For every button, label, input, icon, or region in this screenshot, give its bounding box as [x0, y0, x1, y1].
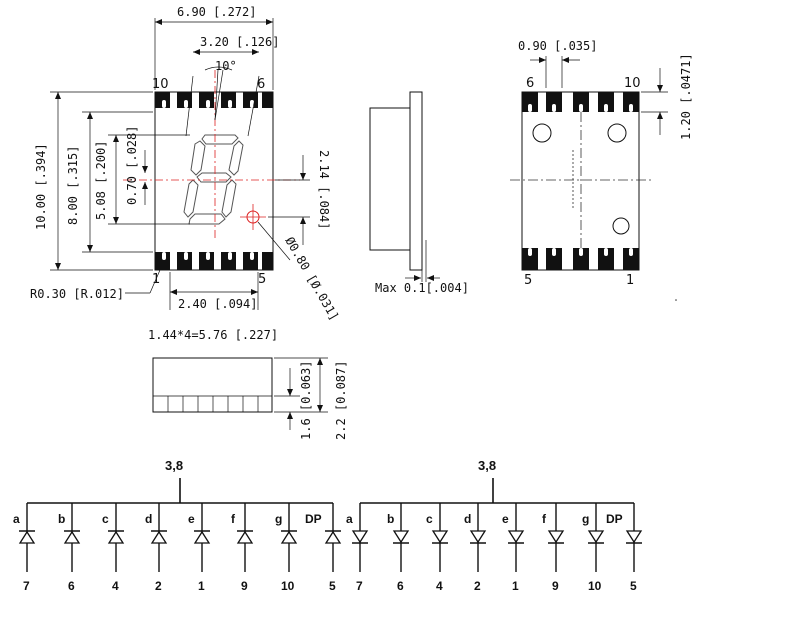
dp-offset-dim: 2.14 [.084] — [317, 150, 331, 229]
bottom-view — [152, 357, 328, 430]
segment-label-g: g — [275, 512, 282, 526]
pin-label-4: 4 — [436, 579, 443, 593]
pin-label-10: 10 — [281, 579, 295, 593]
pin-label-9: 9 — [241, 579, 248, 593]
front-top-pads — [155, 92, 273, 108]
digit-height-dim: 5.08 [.200] — [94, 141, 108, 220]
segment-label-f: f — [542, 512, 547, 526]
segment-label-b: b — [387, 512, 394, 526]
inner-height-dim: 8.00 [.315] — [66, 146, 80, 225]
segment-label-a: a — [346, 512, 353, 526]
pin-label-2: 2 — [474, 579, 481, 593]
common-label: 3,8 — [165, 458, 183, 473]
side-view — [369, 91, 440, 282]
front-bottom-pads — [155, 252, 273, 270]
segment-label-dp: DP — [606, 512, 623, 526]
side-max-dim: Max 0.1[.004] — [375, 281, 469, 295]
diode-e: e1 — [502, 503, 525, 593]
back-view — [510, 56, 677, 301]
diode-dp: DP 5 — [606, 503, 643, 593]
pitch-dim: 2.40 [.094] — [178, 297, 257, 311]
pad-width-dim: 0.90 [.035] — [518, 39, 597, 53]
diode-dp: DP 5 — [305, 503, 342, 593]
diode-c: c4 — [426, 503, 449, 593]
pin-label-5: 5 — [329, 579, 336, 593]
diode-a: a7 — [13, 503, 36, 593]
segment-label-c: c — [102, 512, 109, 526]
diode-b: b6 — [387, 503, 410, 593]
front-pin-6: 6 — [257, 77, 265, 92]
radius-dim: R0.30 [R.012] — [30, 287, 124, 301]
pin-label-10: 10 — [588, 579, 602, 593]
front-pin-10: 10 — [152, 77, 169, 92]
angle-dim: 10° — [215, 59, 237, 73]
back-pin-10: 10 — [624, 76, 641, 91]
diode-g: g 10 — [582, 503, 605, 593]
segment-label-e: e — [188, 512, 195, 526]
pin-label-5: 5 — [630, 579, 637, 593]
back-pin-6: 6 — [526, 76, 534, 91]
seg-width-dim: 0.70 [.028] — [125, 126, 139, 205]
segment-label-d: d — [464, 512, 471, 526]
segment-label-e: e — [502, 512, 509, 526]
diode-e: e1 — [188, 503, 211, 593]
segment-label-g: g — [582, 512, 589, 526]
total-pitch-dim: 1.44*4=5.76 [.227] — [148, 328, 278, 342]
pin-label-4: 4 — [112, 579, 119, 593]
front-body — [154, 91, 274, 271]
common-label: 3,8 — [478, 458, 496, 473]
segment-label-f: f — [231, 512, 236, 526]
pin-label-7: 7 — [356, 579, 363, 593]
pin-label-9: 9 — [552, 579, 559, 593]
diode-f: f9 — [542, 503, 565, 593]
bottom-outer-dim: 2.2 [0.087] — [334, 361, 348, 440]
front-pin-5: 5 — [258, 272, 266, 287]
schematics: 3,8a7b6c4d2e1f9g10DP53,8a7b6c4d2e1f9g10D… — [13, 458, 643, 593]
digit-width-dim: 3.20 [.126] — [200, 35, 279, 49]
diode-d: d2 — [464, 503, 487, 593]
pin-label-6: 6 — [397, 579, 404, 593]
height-dim: 10.00 [.394] — [34, 143, 48, 230]
segment-label-c: c — [426, 512, 433, 526]
segment-label-d: d — [145, 512, 152, 526]
diode-f: f9 — [231, 503, 254, 593]
front-pin-1: 1 — [152, 272, 160, 287]
dp-diameter-dim: Ø0.80 [Ø.031] — [282, 235, 341, 323]
segment-label-dp: DP — [305, 512, 322, 526]
diode-a: a7 — [346, 503, 369, 593]
front-view — [50, 18, 310, 310]
digit-outline — [183, 134, 244, 225]
back-pin-5: 5 — [524, 273, 532, 288]
pad-height-dim: 1.20 [.0471] — [679, 53, 693, 140]
diode-g: g 10 — [275, 503, 298, 593]
diode-d: d2 — [145, 503, 168, 593]
segment-label-a: a — [13, 512, 20, 526]
back-pin-1: 1 — [626, 273, 634, 288]
segment-label-b: b — [58, 512, 65, 526]
bottom-inner-dim: 1.6 [0.063] — [299, 361, 313, 440]
diode-c: c4 — [102, 503, 125, 593]
pin-label-1: 1 — [198, 579, 205, 593]
pin-label-7: 7 — [23, 579, 30, 593]
width-dim: 6.90 [.272] — [177, 5, 256, 19]
pin-label-2: 2 — [155, 579, 162, 593]
pin-label-1: 1 — [512, 579, 519, 593]
pin-label-6: 6 — [68, 579, 75, 593]
diode-b: b6 — [58, 503, 81, 593]
